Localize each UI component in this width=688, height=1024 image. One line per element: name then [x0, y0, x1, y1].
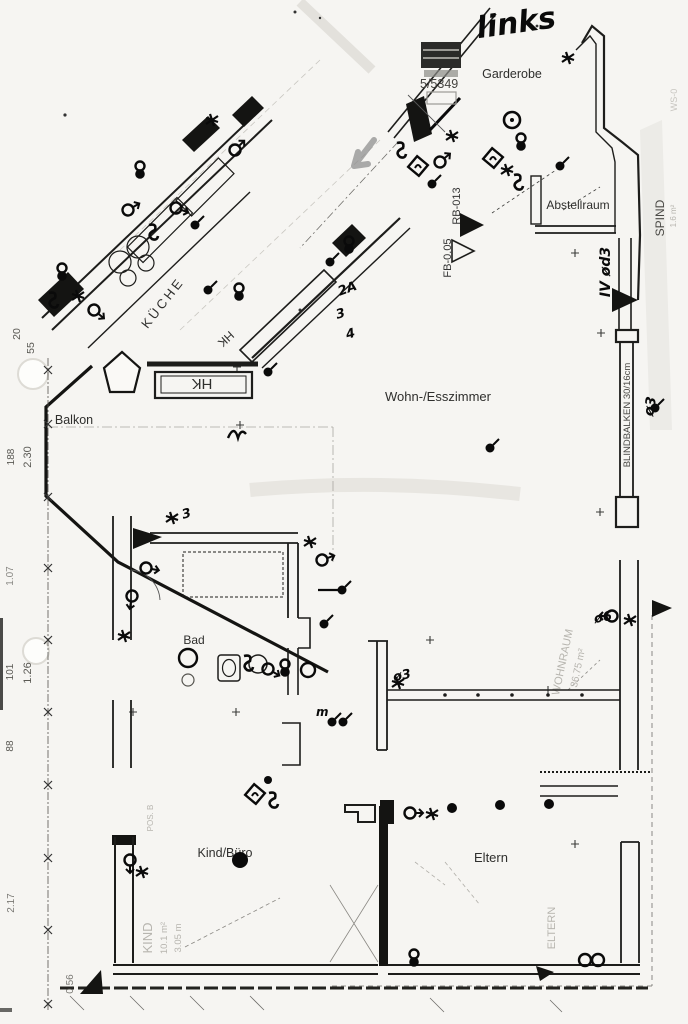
handwritten-o3-beam: ø3	[641, 395, 660, 418]
level-marks: RB-013 FB-0.05	[442, 187, 484, 278]
dim-188: 188	[6, 448, 17, 465]
handwritten-marks	[47, 50, 665, 968]
bottom-band	[60, 970, 648, 1013]
survey-ticks	[128, 248, 606, 849]
eltern-vertical-label: ELTERN	[546, 907, 558, 950]
balcony-outline	[44, 364, 329, 674]
dim-88: 88	[5, 740, 16, 752]
stamp-number: 5/5349	[420, 77, 458, 91]
handwritten-m: m	[316, 705, 329, 719]
spind-area-label: 1.6 m²	[669, 204, 678, 227]
pos-b-label: POS. B	[146, 805, 155, 832]
abstellraum-label: Abstellraum	[546, 198, 609, 212]
wohnraum-area-label: 36.75 m²	[569, 647, 588, 689]
handwritten-mark-icon	[133, 160, 147, 181]
dimension-chain: 20 55 188 2.30 1.07 101 1.26 88 2.17 0.5…	[5, 328, 76, 1012]
edge-text-1: WS-0	[669, 89, 679, 112]
dim-230: 2.30	[22, 446, 34, 467]
garderobe-label: Garderobe	[482, 67, 542, 81]
blindbalken-beam	[614, 328, 640, 529]
handwritten-blob	[232, 852, 248, 868]
radiator-hk-2: HK	[215, 328, 237, 350]
kind-area-label: 10.1 m²	[159, 922, 170, 954]
handwritten-links: links	[474, 0, 558, 46]
ceiling-dot	[495, 800, 505, 810]
radiator-hk-1: HK	[192, 375, 213, 392]
kueche-label: KÜCHE	[138, 274, 187, 331]
balkon-label: Balkon	[55, 413, 93, 427]
handwritten-3b: 3	[180, 506, 193, 523]
eltern-label: Eltern	[474, 850, 508, 865]
dim-056: 0.56	[65, 974, 76, 994]
kind-dim-label: 3.05 m	[173, 923, 184, 952]
ceiling-dot	[447, 803, 457, 813]
garderobe-walls	[530, 24, 642, 330]
dim-217: 2.17	[6, 893, 17, 913]
bad-label: Bad	[183, 633, 204, 647]
handwritten-4: 4	[343, 326, 357, 343]
spind-label: SPIND	[653, 199, 667, 236]
blindbalken-label: BLINDBALKEN 30/16cm	[622, 363, 633, 468]
fb-label: FB-0.05	[442, 238, 454, 277]
facade-walls	[102, 217, 411, 400]
dim-107: 1.07	[5, 566, 16, 586]
entrance-stamp	[421, 42, 461, 105]
wohn-esszimmer-label: Wohn-/Esszimmer	[385, 389, 492, 404]
construction-lines	[48, 59, 653, 987]
shaft-walls	[540, 560, 672, 797]
ceiling-dot	[544, 799, 554, 809]
handwritten-2a: 2A	[336, 279, 359, 300]
dim-20: 20	[11, 328, 23, 340]
dim-126: 1.26	[22, 662, 34, 683]
dim-55: 55	[25, 342, 37, 354]
handwritten-ivod3: IV ød3	[598, 247, 614, 297]
handwritten-3: 3	[334, 306, 347, 323]
kind-walls	[112, 835, 378, 975]
highlight-arrow-icon	[351, 137, 377, 169]
kind-vertical-label: KIND	[140, 922, 155, 953]
bad-walls	[112, 516, 311, 768]
dim-101: 101	[5, 663, 16, 680]
corridor-walls	[368, 640, 620, 751]
scan-artifacts	[0, 0, 672, 1012]
